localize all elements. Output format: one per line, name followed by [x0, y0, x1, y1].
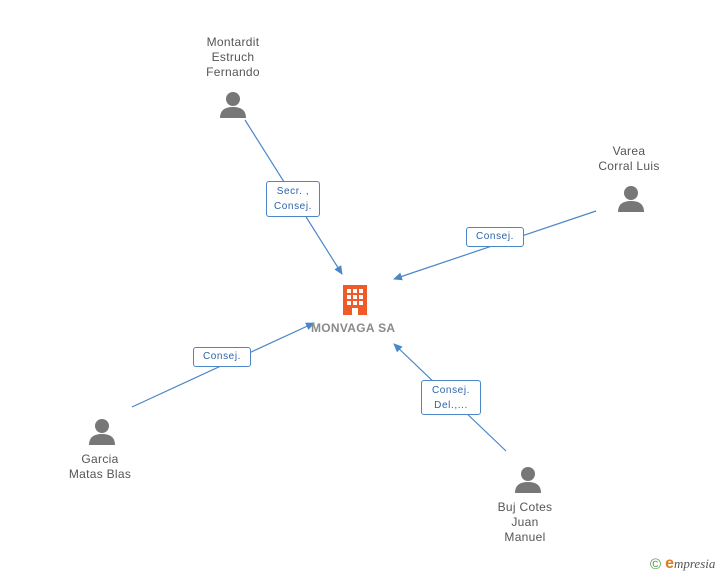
copyright-icon: © [650, 555, 662, 573]
building-icon[interactable] [340, 283, 370, 320]
role-badge[interactable]: Consej. [193, 347, 251, 367]
brand-name: mpresia [673, 556, 716, 571]
company-name[interactable]: MONVAGA SA [311, 321, 396, 335]
brand-initial: e [665, 555, 674, 572]
role-badge[interactable]: Consej. [466, 227, 524, 247]
role-badge[interactable]: Secr. , Consej. [266, 181, 320, 217]
person-name-garcia[interactable]: Garcia Matas Blas [50, 452, 150, 482]
role-line: Consej. [431, 385, 471, 396]
person-name-line: Garcia [81, 452, 119, 466]
person-name-line: Montardit [206, 35, 260, 49]
person-icon[interactable] [88, 417, 116, 450]
role-line: Consej. [202, 351, 242, 362]
person-icon[interactable] [617, 184, 645, 217]
role-badge[interactable]: Consej. Del.,... [421, 380, 481, 415]
role-line: Del.,... [434, 400, 468, 411]
person-name-line: Manuel [504, 530, 546, 544]
role-line: Consej. [273, 201, 313, 212]
person-name-line: Corral Luis [598, 159, 660, 173]
person-name-varea[interactable]: Varea Corral Luis [579, 144, 679, 174]
person-icon[interactable] [514, 465, 542, 498]
person-name-line: Varea [612, 144, 646, 158]
person-name-line: Fernando [206, 65, 260, 79]
person-name-line: Juan [511, 515, 539, 529]
person-icon[interactable] [219, 90, 247, 123]
person-name-line: Matas Blas [68, 467, 132, 481]
person-name-line: Estruch [211, 50, 255, 64]
role-line: Secr. , [276, 186, 310, 197]
person-name-montardit[interactable]: Montardit Estruch Fernando [183, 35, 283, 80]
person-name-buj[interactable]: Buj Cotes Juan Manuel [475, 500, 575, 545]
person-name-line: Buj Cotes [497, 500, 553, 514]
role-line: Consej. [475, 231, 515, 242]
